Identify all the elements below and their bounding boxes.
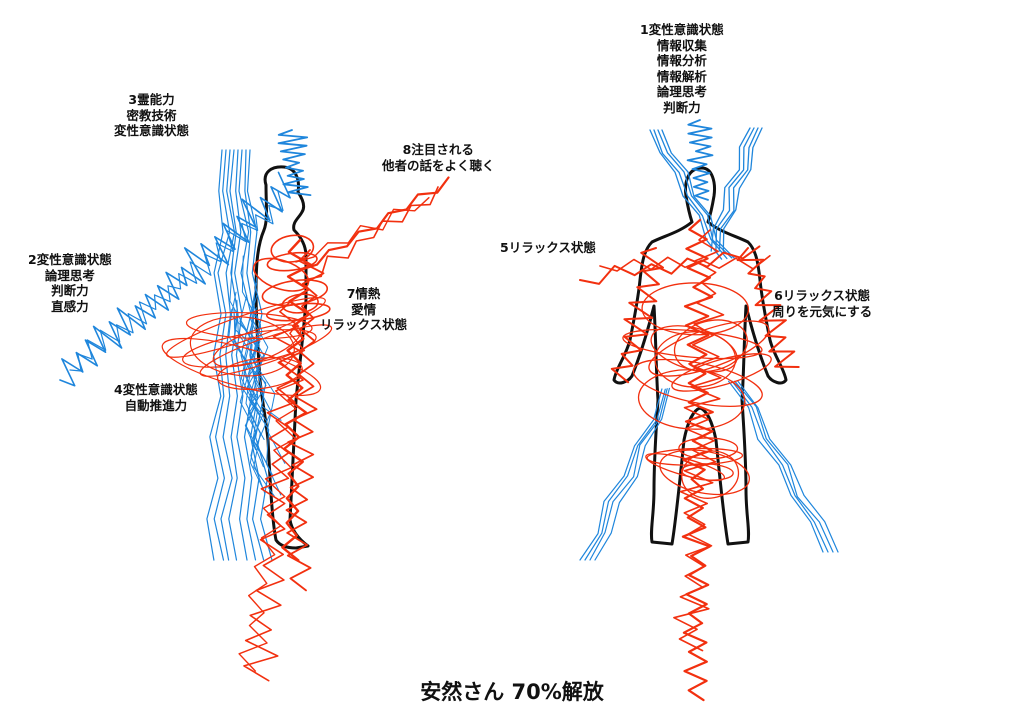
red-arm-stroke [295,197,430,263]
blue-diagonal [653,129,728,260]
red-loop [637,369,746,430]
blue-hatch [229,260,266,494]
blue-head-spring [686,119,714,201]
l8-line: 他者の話をよく聴く [382,157,495,173]
l2-line: 直感力 [51,298,89,314]
blue-diagonal [731,380,829,553]
red-loop [189,316,295,377]
l4-line: 自動推進力 [124,397,188,413]
red-chest-stroke [599,254,771,272]
l1-line: 1変性意識状態 [640,22,724,37]
label-4: 4変性意識状態自動推進力 [114,382,198,413]
red-loop [216,357,303,390]
l2-line: 判断力 [51,283,89,298]
l1-line: 情報解析 [656,68,707,84]
blue-diagonal [728,380,824,553]
red-arm-stroke [736,247,800,368]
blue-back-stroke [238,149,257,561]
l1-line: 判断力 [663,99,701,115]
blue-back-stroke [206,149,224,561]
l5-line: 5リラックス状態 [500,240,596,255]
red-lower-stroke [243,299,303,682]
blue-hatch [236,299,282,496]
red-loop [650,325,738,373]
red-loop [182,329,317,368]
blue-diagonal [715,127,755,252]
l8-line: 8注目される [402,142,474,157]
blue-back-stroke [234,149,248,561]
red-loop [646,447,744,466]
l3-line: 変性意識状態 [114,123,190,138]
red-loop [185,311,313,340]
l3-line: 3霊能力 [128,92,175,107]
l7-line: 愛情 [351,301,377,317]
blue-back-stroke [220,149,236,561]
l3-line: 密教技術 [126,107,177,123]
red-arm-stroke [298,176,450,272]
blue-hatch [233,308,266,493]
red-loop [270,234,315,263]
l6-line: 6リラックス状態 [774,288,870,303]
label-1: 1変性意識状態情報収集情報分析情報解析論理思考判断力 [640,22,724,115]
red-center-stroke [681,218,714,702]
l2-line: 2変性意識状態 [28,252,112,267]
red-loop [678,437,739,460]
blue-zigzag-arm [59,171,291,387]
l4-line: 4変性意識状態 [114,382,198,397]
label-3: 3霊能力密教技術変性意識状態 [114,92,189,139]
red-loop [673,319,748,373]
red-loop [681,450,740,499]
blue-diagonal [710,127,751,252]
l1-line: 論理思考 [656,84,707,99]
l1-line: 情報分析 [656,53,707,68]
label-8: 8注目される他者の話をよく聴く [382,142,495,173]
red-spine-stroke [285,249,325,592]
blue-diagonal [718,127,759,252]
red-loop [632,358,763,407]
l7-line: 7情熱 [346,286,381,301]
l2-line: 論理思考 [44,267,95,283]
blue-back-stroke [244,149,265,561]
blue-diagonal [734,380,834,553]
page-title: 安然さん 70%解放 [420,680,604,704]
red-loop [671,353,772,392]
blue-hatch [239,294,260,452]
blue-diagonal [737,380,839,553]
blue-hatch [248,277,267,440]
red-loop [641,282,750,336]
blue-head-spring [277,129,312,196]
blue-diagonal [722,127,763,252]
red-arm-stroke [610,247,664,384]
red-loop [261,279,329,307]
blue-back-stroke [228,149,239,561]
red-loop [648,320,770,377]
red-lower-stroke [238,319,306,672]
label-6: 6リラックス状態周りを元気にする [772,288,872,319]
red-loop [161,337,322,397]
label-5: 5リラックス状態 [500,240,596,256]
red-center-stroke [673,229,725,652]
blue-hatch [233,307,275,497]
l6-line: 周りを元気にする [772,303,873,319]
blue-diagonal [594,387,670,561]
blue-diagonal [589,388,668,561]
red-loop [645,452,726,482]
l1-line: 情報収集 [656,37,707,53]
l7-line: リラックス状態 [320,317,408,332]
label-7: 7情熱愛情リラックス状態 [320,286,407,333]
blue-back-stroke [213,149,231,561]
red-loop [622,328,763,360]
label-2: 2変性意識状態論理思考判断力直感力 [28,252,112,314]
blue-diagonal [579,388,663,561]
red-arm-stroke [303,186,439,281]
red-chest-stroke [579,245,761,285]
red-loop [266,251,318,272]
